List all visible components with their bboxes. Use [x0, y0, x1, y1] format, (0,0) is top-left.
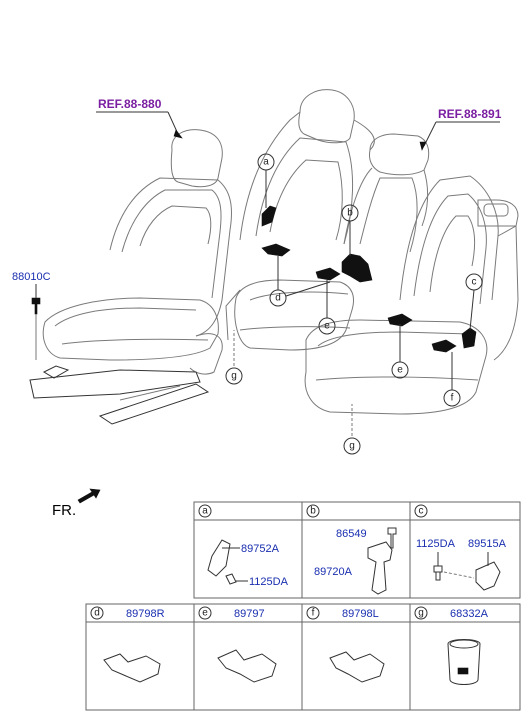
callout-g1: g	[225, 367, 243, 385]
bracket-e2-part	[387, 313, 413, 327]
cell-c-part-1: 1125DA	[416, 538, 456, 550]
rear-seat-brackets	[261, 205, 477, 353]
bracket-c-part	[461, 327, 477, 349]
parts-table	[85, 501, 521, 711]
callout-a-letter: a	[263, 157, 269, 168]
callout-c-letter: c	[472, 277, 477, 288]
cell-c-part-2: 89515A	[468, 538, 507, 550]
bolt-86549-icon	[387, 527, 397, 549]
cell-a-part-2: 1125DA	[249, 576, 289, 588]
bracket-89720a-icon	[367, 541, 393, 595]
cell-f-letter: f	[312, 608, 315, 619]
cell-e-letter: e	[202, 608, 208, 619]
cell-b-part-1: 86549	[336, 528, 367, 540]
cap-68332a-icon	[447, 639, 481, 685]
cell-g-letter: g	[418, 608, 424, 619]
callout-d-letter: d	[275, 293, 281, 304]
table-cell-g: g 68332A	[414, 606, 489, 685]
callout-f: f	[443, 389, 461, 407]
rear-seat-drawing	[225, 89, 519, 415]
callout-e1: e	[318, 317, 336, 335]
callout-e2: e	[391, 361, 409, 379]
callout-f-letter: f	[451, 393, 454, 404]
bracket-b-part	[341, 253, 373, 283]
front-arrow-icon	[77, 488, 101, 504]
bracket-f-part	[431, 339, 457, 353]
cell-b-part-2: 89720A	[314, 566, 353, 578]
bolt-1125da-icon	[225, 573, 237, 585]
bolt-88010c-part	[31, 297, 41, 315]
ref-label-right: REF.88-891	[438, 107, 502, 121]
callout-e1-letter: e	[324, 321, 330, 332]
ref-label-left: REF.88-880	[98, 97, 162, 111]
cell-e-part-1: 89797	[234, 608, 265, 620]
callout-b: b	[341, 204, 359, 222]
cell-c-letter: c	[419, 506, 424, 517]
bolt-1125da-c-icon	[433, 565, 443, 581]
callout-d: d	[269, 289, 287, 307]
callout-g2: g	[343, 437, 361, 455]
front-seat-drawing	[29, 129, 232, 425]
table-cell-c: c 1125DA 89515A	[414, 504, 507, 591]
bracket-89798r-icon	[103, 653, 161, 683]
callout-e2-letter: e	[397, 365, 403, 376]
table-cell-f: f 89798L	[306, 606, 385, 683]
callout-a: a	[257, 153, 275, 171]
part-number-bolt: 88010C	[12, 271, 51, 283]
callout-c: c	[465, 273, 483, 291]
bracket-89752a-icon	[207, 539, 231, 577]
callout-g1-letter: g	[231, 371, 237, 382]
table-cell-a: a 89752A 1125DA	[198, 504, 289, 588]
cell-a-part-1: 89752A	[241, 543, 280, 555]
table-cell-e: e 89797	[198, 606, 277, 683]
bracket-89797-icon	[217, 649, 277, 683]
bracket-89798l-icon	[329, 651, 385, 683]
cell-d-part-1: 89798R	[126, 608, 165, 620]
bracket-d-part	[261, 243, 291, 257]
table-cell-b: b 86549 89720A	[306, 504, 397, 595]
callout-b-letter: b	[347, 208, 353, 219]
cell-a-letter: a	[202, 506, 208, 517]
cell-d-letter: d	[94, 608, 100, 619]
cell-f-part-1: 89798L	[342, 608, 379, 620]
leader-lines	[35, 111, 500, 436]
table-cell-d: d 89798R	[90, 606, 165, 683]
callout-g2-letter: g	[349, 441, 355, 452]
cell-b-letter: b	[310, 506, 316, 517]
bracket-89515a-icon	[475, 561, 501, 591]
bracket-a-part	[261, 205, 277, 227]
cell-g-part-1: 68332A	[450, 608, 489, 620]
bracket-e1-part	[315, 267, 341, 281]
front-label: FR.	[52, 502, 76, 519]
